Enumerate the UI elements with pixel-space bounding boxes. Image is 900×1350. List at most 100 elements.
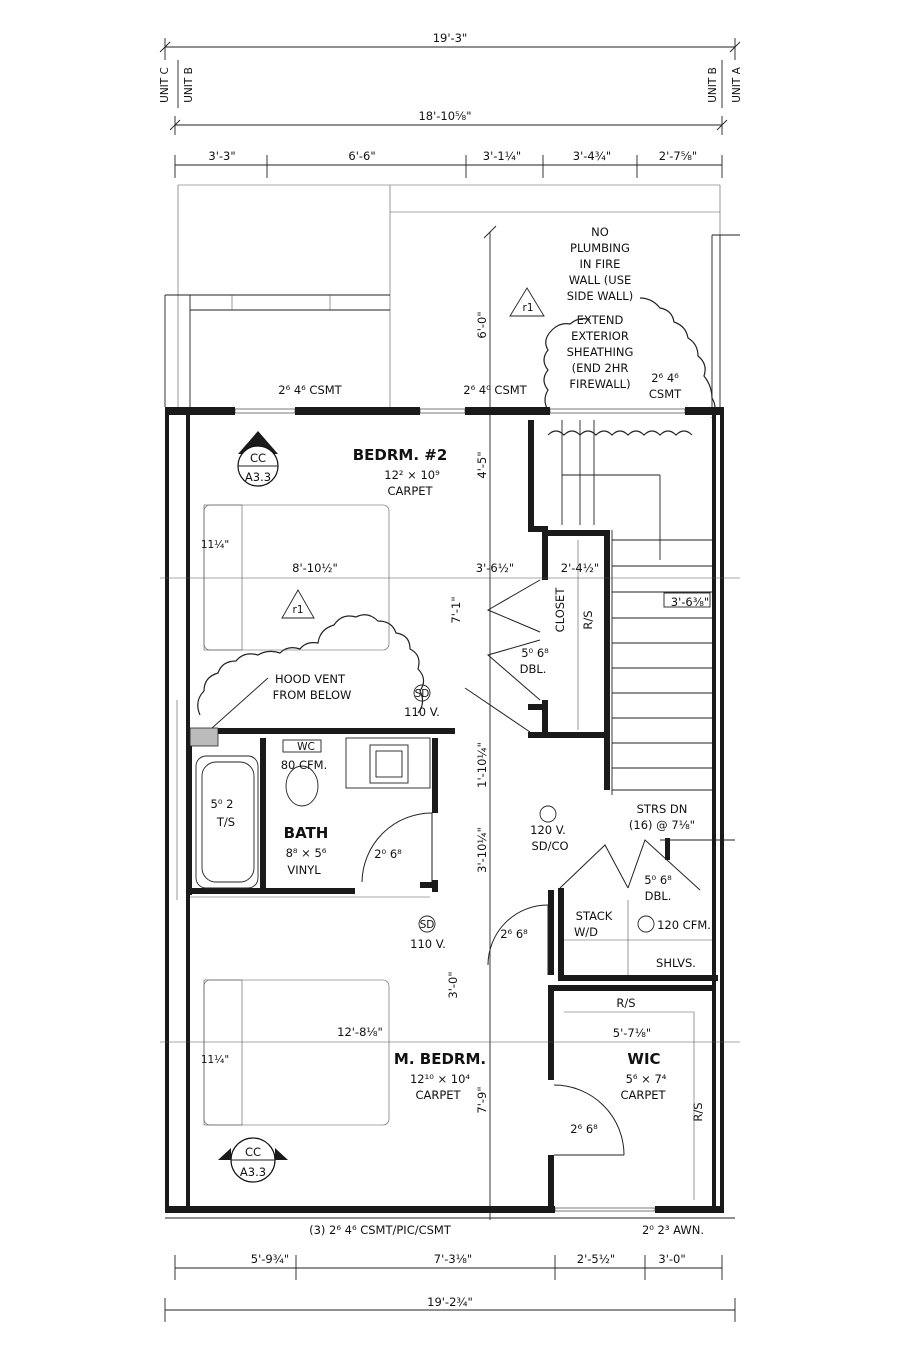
laundry-fan-cfm: 120 CFM.	[657, 918, 711, 932]
label-unit-c: UNIT C	[159, 67, 171, 103]
stairs-riser-label: (16) @ 7⅛"	[629, 818, 695, 832]
awning-window-label: 2⁰ 2³ AWN.	[642, 1223, 704, 1237]
tub-type: T/S	[216, 815, 235, 829]
wic-size: 5⁶ × 7⁴	[626, 1072, 667, 1086]
window-label-3b: CSMT	[649, 387, 682, 401]
dim-seg-2: 6'-6"	[348, 149, 375, 163]
label-unit-a: UNIT A	[731, 66, 743, 102]
bottom-dim-1: 5'-9¾"	[251, 1252, 289, 1266]
revision-triangle-1: r1	[509, 287, 545, 317]
closet-label: CLOSET	[553, 587, 567, 633]
bedroom-2-size: 12² × 10⁹	[384, 468, 440, 482]
top-window-labels: 2⁶ 4⁶ CSMT 2⁶ 4⁰ CSMT 2⁶ 4⁶ CSMT	[278, 371, 682, 401]
bottom-window-label: (3) 2⁶ 4⁶ CSMT/PIC/CSMT	[309, 1223, 452, 1237]
mbed-name: M. BEDRM.	[394, 1050, 486, 1068]
smoke-detector-2-voltage: 110 V.	[410, 937, 446, 951]
svg-text:FIREWALL): FIREWALL)	[569, 377, 630, 391]
bedroom-2-name: BEDRM. #2	[353, 446, 448, 464]
svg-text:SIDE WALL): SIDE WALL)	[567, 289, 633, 303]
bath-size: 8⁸ × 5⁶	[286, 846, 327, 860]
master-bedroom: 12'-8⅛" 11¼" M. BEDRM. 12¹⁰ × 10⁴ CARPET	[160, 979, 740, 1126]
mbed-door-size: 2⁶ 6⁸	[500, 927, 528, 941]
dim-seg-3: 3'-1¼"	[483, 149, 521, 163]
walk-in-closet: R/S 5'-7⅛" WIC 5⁶ × 7⁴ CARPET R/S 2⁶ 6⁸	[553, 996, 705, 1200]
laundry-door-type: DBL.	[645, 889, 672, 903]
wall-thickness-dim-1: 11¼"	[201, 539, 229, 551]
bedroom-2-floor: CARPET	[387, 484, 433, 498]
smoke-detector-1-voltage: 110 V.	[404, 705, 440, 719]
dim-seg-5: 2'-7⅝"	[659, 149, 697, 163]
hallway: 120 V. SD/CO SD 110 V. 2⁶ 6⁸	[410, 805, 701, 975]
svg-text:IN FIRE: IN FIRE	[580, 257, 621, 271]
hood-vent-label-2: FROM BELOW	[273, 688, 352, 702]
dim-unit-top: 18'-10⅝"	[418, 109, 471, 123]
upper-deck	[164, 184, 740, 407]
bath-fan-cfm: 80 CFM.	[281, 758, 328, 772]
dim-vertical-6-0: 6'-0"	[475, 311, 489, 338]
washer-dryer-label: W/D	[574, 925, 598, 939]
window-label-3a: 2⁶ 4⁶	[651, 371, 679, 385]
smoke-detector-1: SD	[415, 688, 430, 700]
note-no-plumbing: NO PLUMBING IN FIRE WALL (USE SIDE WALL)	[567, 225, 633, 303]
interior-walls	[186, 420, 718, 1210]
smoke-detector-2: SD	[420, 919, 435, 931]
bottom-dim-2: 7'-3⅛"	[434, 1252, 472, 1266]
revision-r1-bedroom: r1	[293, 604, 304, 616]
section-marker-2: CC A3.3	[218, 1137, 288, 1183]
hall-smoke-co-label: SD/CO	[531, 839, 568, 853]
laundry: 5⁰ 6⁸ DBL. STACK W/D 120 CFM. SHLVS.	[564, 873, 712, 975]
wic-floor: CARPET	[620, 1088, 666, 1102]
bath-door-size: 2⁰ 6⁸	[374, 847, 402, 861]
dim-seg-1: 3'-3"	[208, 149, 235, 163]
section-marker-1-top: CC	[250, 451, 266, 465]
revision-cloud-upper	[543, 297, 716, 419]
bottom-dimensions: (3) 2⁶ 4⁶ CSMT/PIC/CSMT 2⁰ 2³ AWN. 5'-9¾…	[164, 1223, 736, 1322]
hall-smoke-co-voltage: 120 V.	[530, 823, 566, 837]
stairs-label: STRS DN	[637, 802, 688, 816]
bedroom-2-closet-dim: 3'-6½"	[476, 561, 514, 575]
mbed-width-dim: 12'-8⅛"	[337, 1025, 383, 1039]
dim-vertical-7-9: 7'-9"	[475, 1086, 489, 1113]
dim-vertical-3-0: 3'-0"	[446, 971, 460, 998]
svg-text:NO: NO	[591, 225, 609, 239]
closet: CLOSET R/S 5⁰ 6⁸ DBL.	[464, 540, 595, 733]
dim-overall-top: 19'-3"	[433, 31, 468, 45]
section-marker-1-bottom: A3.3	[245, 470, 271, 484]
stairs: 3'-6⅜" STRS DN (16) @ 7⅛"	[561, 420, 735, 841]
mbed-floor: CARPET	[415, 1088, 461, 1102]
hood-vent-label-1: HOOD VENT	[275, 672, 346, 686]
bottom-dim-4: 3'-0"	[658, 1252, 685, 1266]
wic-width-dim: 5'-7⅛"	[613, 1026, 651, 1040]
svg-text:SHEATHING: SHEATHING	[567, 345, 634, 359]
dim-vertical-4-5: 4'-5"	[475, 451, 489, 478]
dim-6-0: 6'-0" 4'-5" 7'-1" 1'-10¼" 3'-10¼" 3'-0" …	[446, 225, 497, 1220]
wic-rod-shelf-side: R/S	[691, 1102, 705, 1121]
stair-width-dim: 3'-6⅜"	[671, 595, 709, 609]
laundry-door-size: 5⁰ 6⁸	[644, 873, 672, 887]
dim-vertical-3-10: 3'-10¼"	[475, 827, 489, 873]
svg-text:(END 2HR: (END 2HR	[572, 361, 629, 375]
section-marker-1: CC A3.3	[237, 431, 279, 487]
svg-text:EXTEND: EXTEND	[577, 313, 624, 327]
dim-vertical-1-10: 1'-10¼"	[475, 742, 489, 788]
stack-label: STACK	[576, 909, 613, 923]
wic-name: WIC	[627, 1050, 660, 1068]
window-label-1: 2⁶ 4⁶ CSMT	[278, 383, 342, 397]
svg-text:EXTERIOR: EXTERIOR	[571, 329, 629, 343]
bottom-overall-dim: 19'-2¾"	[427, 1295, 473, 1309]
section-marker-2-bottom: A3.3	[240, 1165, 266, 1179]
dim-seg-4: 3'-4¾"	[573, 149, 611, 163]
closet-rod-shelf: R/S	[581, 610, 595, 629]
section-marker-2-top: CC	[245, 1145, 261, 1159]
svg-text:PLUMBING: PLUMBING	[570, 241, 630, 255]
tub-size: 5⁰ 2	[211, 797, 234, 811]
bedroom-2-width-dim: 8'-10½"	[292, 561, 338, 575]
label-unit-b-left: UNIT B	[183, 67, 195, 103]
note-sheathing: EXTEND EXTERIOR SHEATHING (END 2HR FIREW…	[567, 313, 634, 391]
label-unit-b-right: UNIT B	[707, 67, 719, 103]
closet-width-dim: 2'-4½"	[561, 561, 599, 575]
svg-text:r1: r1	[523, 302, 534, 314]
bedroom-2: BEDRM. #2 12² × 10⁹ CARPET 8'-10½" 3'-6½…	[160, 446, 740, 747]
closet-door-type: DBL.	[520, 662, 547, 676]
